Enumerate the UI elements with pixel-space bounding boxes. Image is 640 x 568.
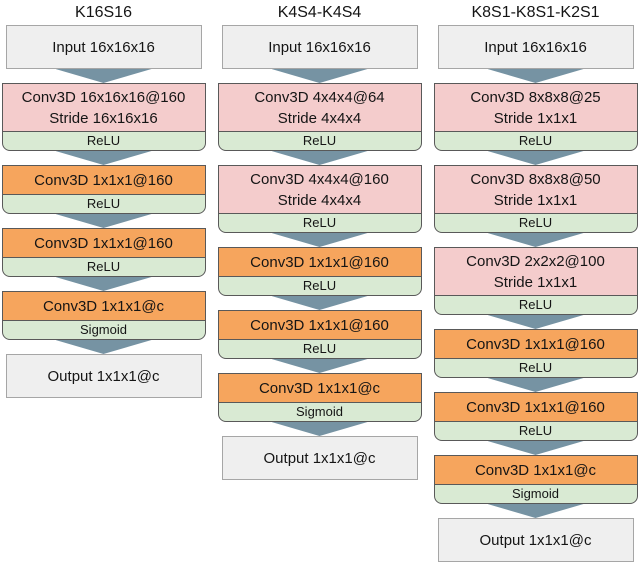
conv-label: Conv3D 16x16x16@160 Stride 16x16x16	[2, 84, 205, 132]
conv-label: Conv3D 1x1x1@160	[218, 311, 421, 340]
conv-block: Conv3D 4x4x4@160 Stride 4x4x4 ReLU	[217, 165, 422, 233]
activation-label: ReLU	[518, 133, 553, 148]
conv-block: Conv3D 8x8x8@50 Stride 1x1x1 ReLU	[433, 165, 638, 233]
activation-label: ReLU	[302, 133, 337, 148]
conv-block: Conv3D 2x2x2@100 Stride 1x1x1 ReLU	[433, 247, 638, 315]
down-arrow-icon	[55, 340, 152, 354]
input-box: Input 16x16x16	[437, 25, 634, 69]
activation-label: ReLU	[86, 133, 121, 148]
conv-label: Conv3D 1x1x1@160	[434, 393, 637, 422]
conv-label: Conv3D 8x8x8@25 Stride 1x1x1	[434, 84, 637, 132]
activation-label: ReLU	[518, 423, 553, 438]
stride-line: Stride 1x1x1	[493, 109, 578, 127]
conv-label: Conv3D 1x1x1@160	[434, 330, 637, 359]
conv-block: Conv3D 1x1x1@160 ReLU	[1, 228, 206, 277]
conv-label: Conv3D 1x1x1@160	[218, 248, 421, 277]
activation-label: Sigmoid	[512, 486, 559, 501]
activation-label: ReLU	[302, 278, 337, 293]
activation-label: ReLU	[518, 297, 553, 312]
conv-label: Conv3D 1x1x1@c	[218, 374, 421, 403]
stride-line: Stride 16x16x16	[49, 109, 158, 127]
input-box: Input 16x16x16	[5, 25, 202, 69]
conv-line: Conv3D 1x1x1@160	[250, 253, 389, 271]
down-arrow-icon	[487, 378, 584, 392]
conv-label: Conv3D 2x2x2@100 Stride 1x1x1	[434, 248, 637, 296]
activation-label: ReLU	[86, 196, 121, 211]
activation-label: ReLU	[302, 215, 337, 230]
conv-line: Conv3D 16x16x16@160	[21, 88, 186, 106]
activation-label: ReLU	[302, 341, 337, 356]
down-arrow-icon	[487, 315, 584, 329]
input-box: Input 16x16x16	[221, 25, 418, 69]
conv-block: Conv3D 1x1x1@160 ReLU	[217, 310, 422, 359]
conv-line: Conv3D 1x1x1@c	[474, 461, 597, 479]
column-k4s4-k4s4: K4S4-K4S4 Input 16x16x16 Conv3D 4x4x4@64…	[217, 3, 422, 562]
conv-label: Conv3D 4x4x4@160 Stride 4x4x4	[218, 166, 421, 214]
down-arrow-icon	[487, 151, 584, 165]
conv-block: Conv3D 1x1x1@c Sigmoid	[433, 455, 638, 504]
conv-line: Conv3D 2x2x2@100	[466, 252, 605, 270]
conv-label: Conv3D 8x8x8@50 Stride 1x1x1	[434, 166, 637, 214]
conv-label: Conv3D 1x1x1@c	[434, 456, 637, 485]
stride-line: Stride 4x4x4	[277, 109, 362, 127]
output-box: Output 1x1x1@c	[5, 354, 202, 398]
down-arrow-icon	[487, 69, 584, 83]
conv-line: Conv3D 4x4x4@160	[250, 170, 389, 188]
down-arrow-icon	[55, 214, 152, 228]
conv-block: Conv3D 1x1x1@c Sigmoid	[1, 291, 206, 340]
activation-label: ReLU	[518, 360, 553, 375]
conv-block: Conv3D 1x1x1@160 ReLU	[217, 247, 422, 296]
conv-block: Conv3D 16x16x16@160 Stride 16x16x16 ReLU	[1, 83, 206, 151]
down-arrow-icon	[271, 151, 368, 165]
conv-line: Conv3D 1x1x1@160	[250, 316, 389, 334]
stride-line: Stride 4x4x4	[277, 191, 362, 209]
conv-label: Conv3D 4x4x4@64 Stride 4x4x4	[218, 84, 421, 132]
conv-block: Conv3D 4x4x4@64 Stride 4x4x4 ReLU	[217, 83, 422, 151]
column-title: K4S4-K4S4	[277, 4, 362, 21]
output-box: Output 1x1x1@c	[221, 436, 418, 480]
down-arrow-icon	[487, 504, 584, 518]
down-arrow-icon	[487, 441, 584, 455]
column-title: K16S16	[75, 4, 132, 21]
conv-block: Conv3D 1x1x1@160 ReLU	[1, 165, 206, 214]
down-arrow-icon	[271, 296, 368, 310]
down-arrow-icon	[55, 151, 152, 165]
conv-line: Conv3D 1x1x1@160	[466, 335, 605, 353]
conv-line: Conv3D 8x8x8@50	[470, 170, 601, 188]
conv-label: Conv3D 1x1x1@160	[2, 166, 205, 195]
down-arrow-icon	[55, 277, 152, 291]
column-k16s16: K16S16 Input 16x16x16 Conv3D 16x16x16@16…	[1, 3, 206, 562]
conv-block: Conv3D 1x1x1@160 ReLU	[433, 392, 638, 441]
down-arrow-icon	[487, 233, 584, 247]
activation-label: Sigmoid	[80, 322, 127, 337]
conv-block: Conv3D 1x1x1@c Sigmoid	[217, 373, 422, 422]
conv-line: Conv3D 1x1x1@160	[466, 398, 605, 416]
down-arrow-icon	[271, 422, 368, 436]
activation-label: Sigmoid	[296, 404, 343, 419]
column-k8s1-k8s1-k2s1: K8S1-K8S1-K2S1 Input 16x16x16 Conv3D 8x8…	[433, 3, 638, 562]
conv-line: Conv3D 1x1x1@160	[34, 234, 173, 252]
conv-block: Conv3D 8x8x8@25 Stride 1x1x1 ReLU	[433, 83, 638, 151]
conv-label: Conv3D 1x1x1@160	[2, 229, 205, 258]
stride-line: Stride 1x1x1	[493, 191, 578, 209]
conv-line: Conv3D 1x1x1@160	[34, 171, 173, 189]
down-arrow-icon	[271, 359, 368, 373]
conv-block: Conv3D 1x1x1@160 ReLU	[433, 329, 638, 378]
output-box: Output 1x1x1@c	[437, 518, 634, 562]
conv-line: Conv3D 8x8x8@25	[470, 88, 601, 106]
stride-line: Stride 1x1x1	[493, 273, 578, 291]
activation-label: ReLU	[86, 259, 121, 274]
column-title: K8S1-K8S1-K2S1	[471, 4, 600, 21]
conv-line: Conv3D 1x1x1@c	[42, 297, 165, 315]
conv-line: Conv3D 1x1x1@c	[258, 379, 381, 397]
conv-line: Conv3D 4x4x4@64	[254, 88, 385, 106]
activation-label: ReLU	[518, 215, 553, 230]
down-arrow-icon	[271, 69, 368, 83]
down-arrow-icon	[271, 233, 368, 247]
conv-label: Conv3D 1x1x1@c	[2, 292, 205, 321]
down-arrow-icon	[55, 69, 152, 83]
